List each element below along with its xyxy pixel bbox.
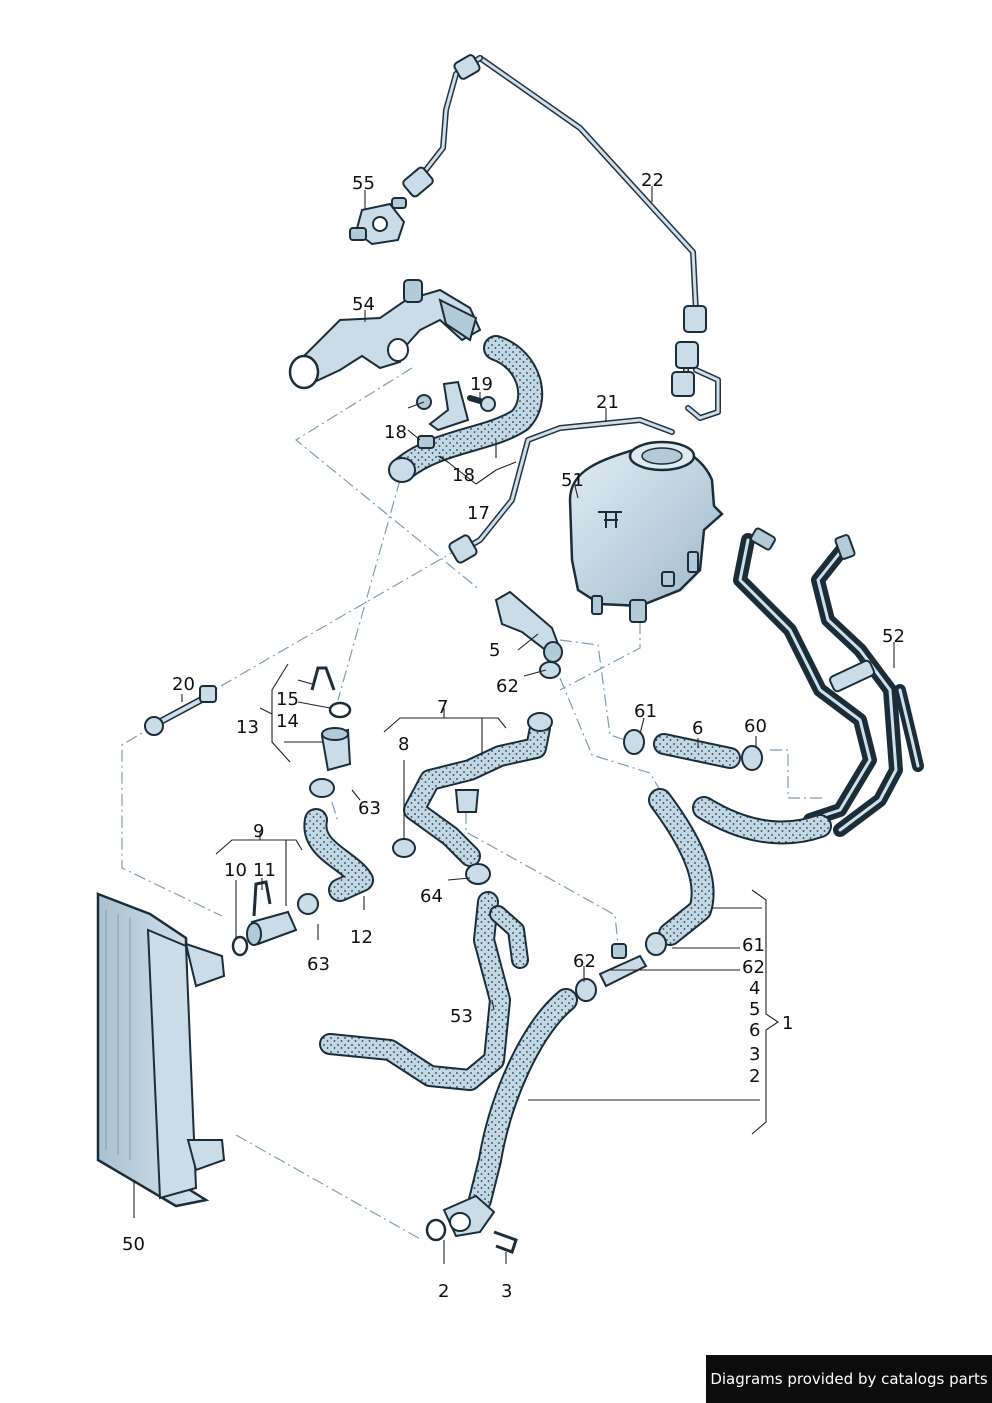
- label-63-lower: 63: [307, 954, 330, 975]
- label-63-upper: 63: [358, 798, 381, 819]
- hose-12[interactable]: [303, 808, 374, 902]
- connector-9[interactable]: [246, 910, 298, 946]
- label-3-list: 3: [749, 1044, 760, 1065]
- clamp-61-upper[interactable]: [623, 729, 645, 755]
- label-13: 13: [236, 717, 259, 738]
- bolt-19[interactable]: [467, 395, 496, 412]
- coolant-flange-54[interactable]: [288, 279, 482, 390]
- label-60: 60: [744, 716, 767, 737]
- vent-line-21[interactable]: [448, 341, 721, 564]
- label-22: 22: [641, 170, 664, 191]
- label-11: 11: [253, 860, 276, 881]
- label-17: 17: [467, 503, 490, 524]
- alignment-lines: [121, 367, 822, 1241]
- o-ring-2[interactable]: [425, 1218, 447, 1242]
- label-64: 64: [420, 886, 443, 907]
- label-6-upper: 6: [692, 718, 703, 739]
- label-1: 1: [782, 1013, 793, 1034]
- clip-3[interactable]: [493, 1230, 518, 1254]
- label-5-lower: 5: [749, 999, 760, 1020]
- label-7: 7: [437, 697, 448, 718]
- callout-labels: 55 22 54 19 18 18 21 51 17 52 5 62 20 15…: [122, 170, 905, 1302]
- label-61-upper: 61: [634, 701, 657, 722]
- label-9: 9: [253, 821, 264, 842]
- clamp-63-lower[interactable]: [297, 893, 319, 915]
- label-21: 21: [596, 392, 619, 413]
- hose-52-lower[interactable]: [692, 796, 832, 845]
- label-6-lower: 6: [749, 1020, 760, 1041]
- footer-credit-badge: Diagrams provided by catalogs parts: [706, 1355, 992, 1403]
- hose-1-upper[interactable]: [648, 788, 715, 946]
- clip-11[interactable]: [252, 880, 272, 917]
- hose-53[interactable]: [319, 891, 529, 1091]
- label-18-upper: 18: [384, 422, 407, 443]
- label-4: 4: [749, 978, 760, 999]
- label-19: 19: [470, 374, 493, 395]
- clamp-62-upper[interactable]: [539, 661, 561, 679]
- connector-4[interactable]: [598, 943, 648, 988]
- label-18-lower: 18: [452, 465, 475, 486]
- flange-55[interactable]: [349, 197, 407, 246]
- clip-15[interactable]: [310, 666, 336, 691]
- connector-5[interactable]: [494, 590, 563, 663]
- hose-17[interactable]: [388, 335, 544, 483]
- connector-13[interactable]: [320, 727, 352, 772]
- vent-line-22[interactable]: [402, 54, 707, 333]
- label-5-upper: 5: [489, 640, 500, 661]
- label-12: 12: [350, 927, 373, 948]
- hose-7[interactable]: [403, 712, 553, 867]
- clamp-62-lower[interactable]: [575, 978, 597, 1002]
- label-15: 15: [276, 689, 299, 710]
- label-54: 54: [352, 294, 375, 315]
- clamp-8[interactable]: [392, 838, 416, 858]
- label-52: 52: [882, 626, 905, 647]
- label-14: 14: [276, 711, 299, 732]
- hose-6[interactable]: [653, 733, 741, 769]
- label-62-lower: 62: [742, 957, 765, 978]
- label-8: 8: [398, 734, 409, 755]
- clamp-60[interactable]: [741, 745, 763, 771]
- label-20: 20: [172, 674, 195, 695]
- label-53: 53: [450, 1006, 473, 1027]
- label-50: 50: [122, 1234, 145, 1255]
- label-55: 55: [352, 173, 375, 194]
- expansion-tank-51[interactable]: [568, 440, 724, 623]
- o-ring-14[interactable]: [328, 701, 352, 719]
- label-10: 10: [224, 860, 247, 881]
- sensor-20[interactable]: [144, 685, 217, 736]
- coolant-pipe-52[interactable]: [733, 527, 924, 837]
- label-2: 2: [438, 1281, 449, 1302]
- clamp-64[interactable]: [465, 863, 491, 885]
- label-3: 3: [501, 1281, 512, 1302]
- label-61-lower: 61: [742, 935, 765, 956]
- footer-credit-text: Diagrams provided by catalogs parts: [710, 1370, 988, 1388]
- label-2-list: 2: [749, 1066, 760, 1087]
- clamp-61-lower[interactable]: [645, 932, 667, 956]
- leader-lines: [133, 186, 895, 1264]
- clamp-63-upper[interactable]: [309, 778, 335, 798]
- hose-1-lower[interactable]: [442, 988, 578, 1238]
- label-51: 51: [561, 470, 584, 491]
- o-ring-10[interactable]: [231, 935, 249, 957]
- label-62-upper: 62: [496, 676, 519, 697]
- radiator-50[interactable]: [96, 892, 226, 1208]
- label-62-middle: 62: [573, 951, 596, 972]
